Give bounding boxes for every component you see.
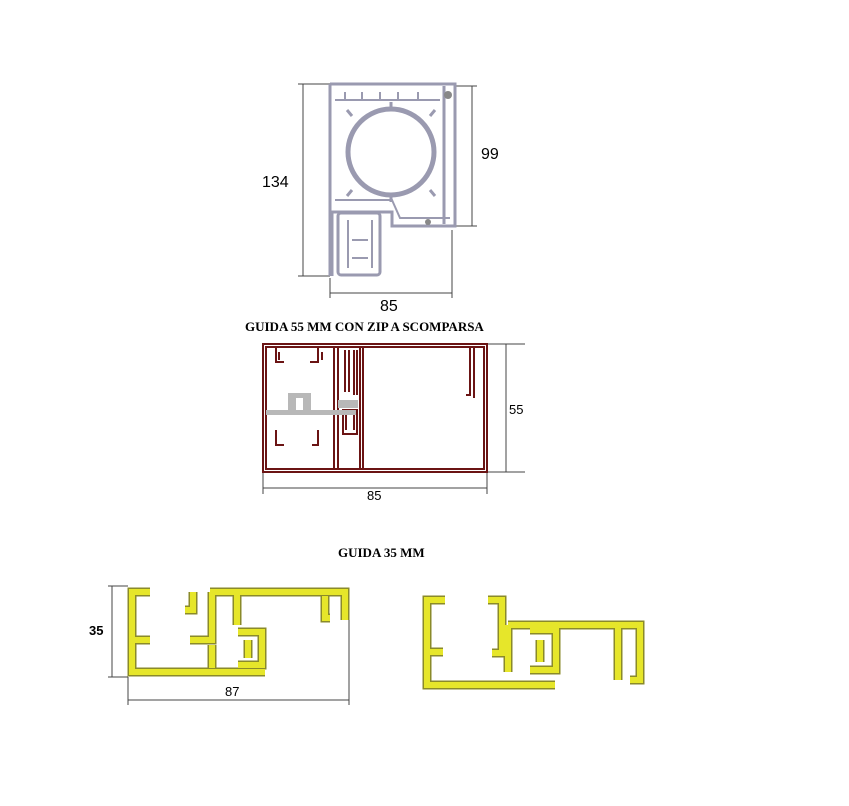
box-section-drawing: 134 99 85 bbox=[262, 82, 499, 315]
guide35-drawing-right bbox=[422, 595, 645, 690]
box-dim-inner-height-label: 99 bbox=[481, 146, 499, 163]
guide55-drawing: 55 85 bbox=[262, 343, 525, 503]
guide55-dimension-lines bbox=[262, 343, 525, 494]
guide55-dim-height-label: 55 bbox=[509, 402, 523, 417]
guide55-dim-width-label: 85 bbox=[367, 488, 381, 503]
guide55-title: GUIDA 55 MM CON ZIP A SCOMPARSA bbox=[245, 319, 484, 334]
guide55-insert bbox=[266, 393, 358, 415]
box-screw-icon-2 bbox=[425, 219, 431, 225]
box-dimension-lines bbox=[298, 83, 477, 298]
box-dim-height-label: 134 bbox=[262, 174, 289, 191]
guide35-title: GUIDA 35 MM bbox=[338, 545, 425, 560]
guide35-profile-right bbox=[422, 595, 645, 690]
box-dim-width-label: 85 bbox=[380, 298, 398, 315]
box-profile bbox=[328, 82, 457, 277]
guide35-dimension-lines bbox=[108, 585, 350, 705]
guide35-dim-width-label: 87 bbox=[225, 684, 239, 699]
guide35-drawing-left: 35 87 bbox=[89, 585, 350, 705]
guide35-dim-height-label: 35 bbox=[89, 623, 103, 638]
guide35-profile-left bbox=[127, 587, 350, 677]
guide55-profile bbox=[262, 343, 488, 473]
box-screw-icon bbox=[444, 91, 452, 99]
